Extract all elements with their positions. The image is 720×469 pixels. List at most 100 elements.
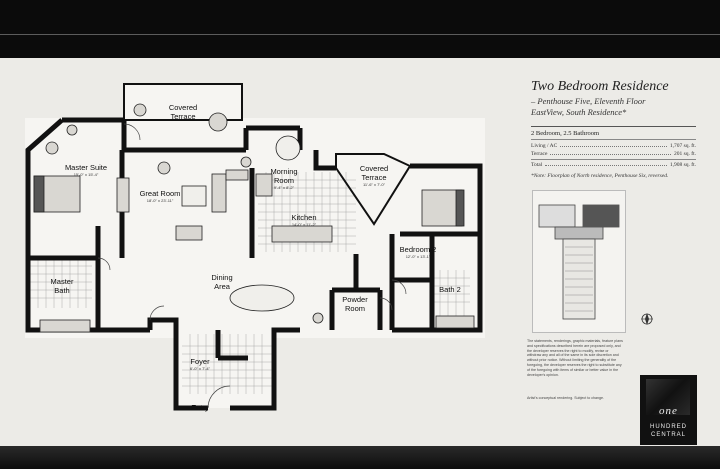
covered-terrace-2-label: Covered <box>360 164 388 173</box>
master-bath-label: Master <box>51 277 74 286</box>
coffee-table <box>181 185 207 207</box>
master-chair <box>45 141 59 155</box>
morning-room-label-2: Room <box>274 176 294 185</box>
leader-dots <box>560 143 667 147</box>
ottoman <box>175 225 203 241</box>
bedroom2-bed <box>421 189 463 227</box>
bath2-tub <box>435 315 475 329</box>
plant-2 <box>312 312 324 324</box>
top-rule <box>0 34 720 35</box>
area-label: Living / AC <box>531 143 558 149</box>
area-value: 201 sq. ft. <box>674 151 696 157</box>
residence-title: Two Bedroom Residence <box>531 79 669 94</box>
bedroom-2-dim: 12'-0" x 13'-1" <box>406 254 431 259</box>
residence-subtitle: – Penthouse Five, Eleventh Floor EastVie… <box>531 96 645 118</box>
bedroom-2-label: Bedroom 2 <box>400 245 437 254</box>
master-bath-door-swing <box>97 257 111 271</box>
key-plan-drawing <box>538 204 620 320</box>
area-label: Terrace <box>531 151 548 157</box>
terrace-table <box>208 112 228 132</box>
powder-room-label-2: Room <box>345 304 365 313</box>
key-tower-floors <box>565 246 593 312</box>
logo-line-1: HUNDRED <box>650 424 687 430</box>
dining-area-label-2: Area <box>214 282 231 291</box>
spec-rule <box>531 139 696 140</box>
master-bath-tile <box>30 258 92 308</box>
area-row-living: Living / AC 1,707 sq. ft. <box>531 143 696 149</box>
area-value: 1,908 sq. ft. <box>669 162 696 168</box>
morning-table <box>275 135 301 161</box>
master-bath-label-2: Bath <box>54 286 69 295</box>
north-arrow-icon <box>641 313 653 325</box>
bedroom2-headboard <box>455 189 465 227</box>
covered-terrace-2-label-2: Terrace <box>361 173 386 182</box>
morning-room-dim: 9'-4" x 8'-2" <box>274 185 295 190</box>
entertainment-unit <box>116 177 130 213</box>
sofa <box>211 173 227 213</box>
bed-bath-count: 2 Bedroom, 2.5 Bathroom <box>531 130 600 137</box>
bath2-tile <box>432 270 470 320</box>
armchair <box>157 161 171 175</box>
master-tub <box>39 319 91 333</box>
dining-table <box>229 284 295 312</box>
morning-room-label: Morning <box>270 167 297 176</box>
bedroom2-partition <box>389 231 480 330</box>
foyer-floor <box>176 326 274 408</box>
master-suite-dim: 15'-0" x 15'-4" <box>74 172 99 177</box>
bath2-door-swing <box>391 279 407 295</box>
east-wall <box>313 150 483 333</box>
subtitle-line-1: – Penthouse Five, Eleventh Floor <box>531 96 646 106</box>
entry-door-swing <box>207 385 231 409</box>
key-unit-nw <box>538 204 576 228</box>
top-dark-band <box>0 0 720 58</box>
powder-door-swing <box>379 297 393 311</box>
kitchen-counter <box>271 225 333 243</box>
kitchen-partition <box>249 168 359 290</box>
floor-plan: Covered Terrace Master Suite 15'-0" x 15… <box>25 83 485 412</box>
great-room-label: Great Room <box>140 189 181 198</box>
leader-dots <box>550 151 671 155</box>
one-hundred-central-logo: one HUNDRED CENTRAL <box>640 375 697 445</box>
covered-terrace-1-label-2: Terrace <box>170 112 195 121</box>
bath-2-label: Bath 2 <box>439 285 461 294</box>
floorplan-note: *Note: Floorplan of North residence, Pen… <box>531 173 669 179</box>
key-highlight-unit <box>583 205 619 227</box>
bottom-shadow <box>0 446 720 469</box>
area-value: 1,707 sq. ft. <box>669 143 696 149</box>
south-wall <box>147 317 300 411</box>
terrace-door-swing <box>123 123 141 141</box>
terrace-rail-1 <box>123 83 243 121</box>
title-rule <box>531 126 696 127</box>
north-wall <box>62 117 303 153</box>
plant <box>240 156 252 168</box>
leader-dots <box>545 162 667 166</box>
logo-line-2: CENTRAL <box>650 432 686 438</box>
legal-disclaimer: The statements, renderings, graphic mate… <box>527 339 623 377</box>
area-row-terrace: Terrace 201 sq. ft. <box>531 151 696 157</box>
foyer-label: Foyer <box>190 357 210 366</box>
key-core <box>554 226 604 240</box>
kitchen-dim: 14'-0" x 11'-2" <box>292 222 317 227</box>
building-key-plan <box>532 190 626 333</box>
powder-room-label: Powder <box>342 295 368 304</box>
great-room-dim: 18'-0" x 23'-11" <box>147 198 174 203</box>
total-rule <box>531 159 696 160</box>
kitchen-appliance <box>255 173 273 197</box>
terrace-rail-2 <box>335 153 412 226</box>
master-headboard <box>33 175 45 213</box>
info-panel: Two Bedroom Residence – Penthouse Five, … <box>512 58 720 446</box>
terrace-chair <box>133 103 147 117</box>
sofa-2 <box>225 169 249 181</box>
covered-terrace-2-dim: 11'-6" x 7'-0" <box>363 182 386 187</box>
subtitle-line-2: EastView, South Residence* <box>531 107 627 117</box>
closet-door-swing <box>149 305 165 321</box>
master-chair-2 <box>66 124 78 136</box>
area-label: Total <box>531 162 543 168</box>
entry-label: Entry <box>191 403 209 412</box>
master-suite-label: Master Suite <box>65 163 107 172</box>
area-row-total: Total 1,908 sq. ft. <box>531 162 696 168</box>
foyer-partition <box>215 330 248 361</box>
logo-building-mark <box>646 379 690 415</box>
rendering-disclaimer: Artist's conceptual rendering. Subject t… <box>527 396 604 400</box>
covered-terrace-1-label: Covered <box>169 103 197 112</box>
